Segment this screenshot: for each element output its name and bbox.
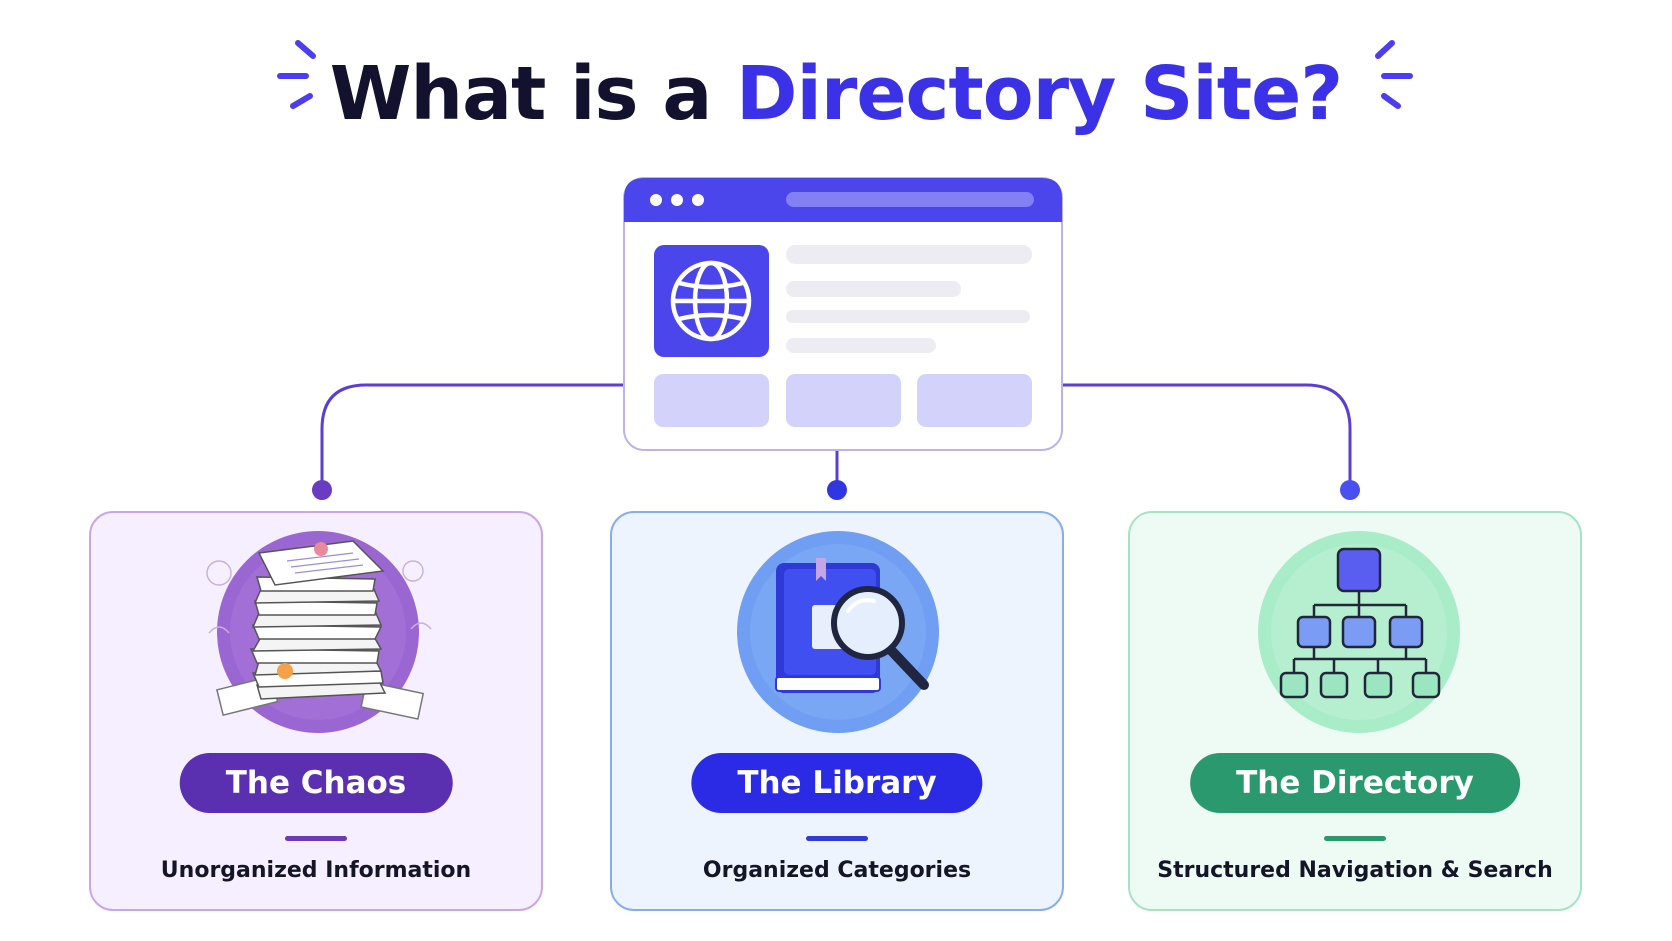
connector-node-center <box>827 480 847 500</box>
page-title: What is a Directory Site? <box>0 46 1672 142</box>
directory-caption: Structured Navigation & Search <box>1157 858 1553 883</box>
card-chaos: The Chaos Unorganized Information <box>89 511 543 911</box>
hierarchy-tree-icon <box>1258 531 1460 733</box>
directory-label-pill: The Directory <box>1190 753 1520 813</box>
chaos-caption: Unorganized Information <box>160 858 472 883</box>
paper-pile-icon <box>206 531 432 733</box>
directory-divider <box>1324 836 1386 841</box>
library-label-pill: The Library <box>691 753 983 813</box>
library-divider <box>806 836 868 841</box>
globe-icon <box>670 260 752 342</box>
title-part-2: Directory Site? <box>736 51 1343 137</box>
library-caption: Organized Categories <box>702 858 972 883</box>
connector-node-left <box>312 480 332 500</box>
card-directory: The Directory Structured Navigation & Se… <box>1128 511 1582 911</box>
browser-window-illustration <box>623 177 1063 451</box>
connector-node-right <box>1340 480 1360 500</box>
chaos-label-pill: The Chaos <box>179 753 453 813</box>
card-library: The Library Organized Categories <box>610 511 1064 911</box>
title-part-1: What is a <box>329 51 712 137</box>
sparkle-right-icon <box>1375 40 1413 109</box>
sparkle-left-icon <box>277 40 316 109</box>
book-magnifier-icon <box>737 531 939 733</box>
chaos-divider <box>285 836 347 841</box>
